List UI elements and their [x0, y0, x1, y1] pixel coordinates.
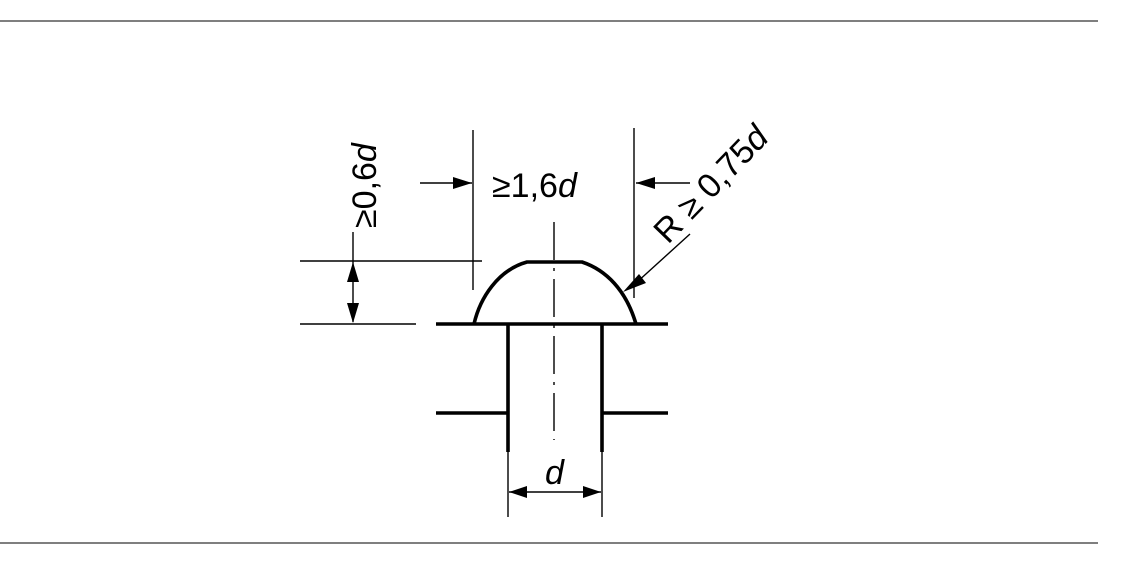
rivet-head-profile [472, 260, 638, 325]
head-width-arrow-left [453, 177, 472, 189]
shank-arrow-left [509, 486, 527, 498]
head-width-arrow-right [636, 177, 655, 189]
radius-arrow [623, 274, 646, 292]
shank-diameter-label: d [545, 454, 565, 492]
head-height-arrow-bottom [347, 303, 359, 323]
head-width-label: ≥1,6d [492, 167, 578, 205]
head-height-label: ≥0,6d [346, 142, 384, 228]
radius-leader-line [635, 233, 691, 284]
head-height-arrow-top [347, 262, 359, 282]
radius-label: R ≥ 0,75d [646, 117, 776, 250]
shank-arrow-right [583, 486, 601, 498]
